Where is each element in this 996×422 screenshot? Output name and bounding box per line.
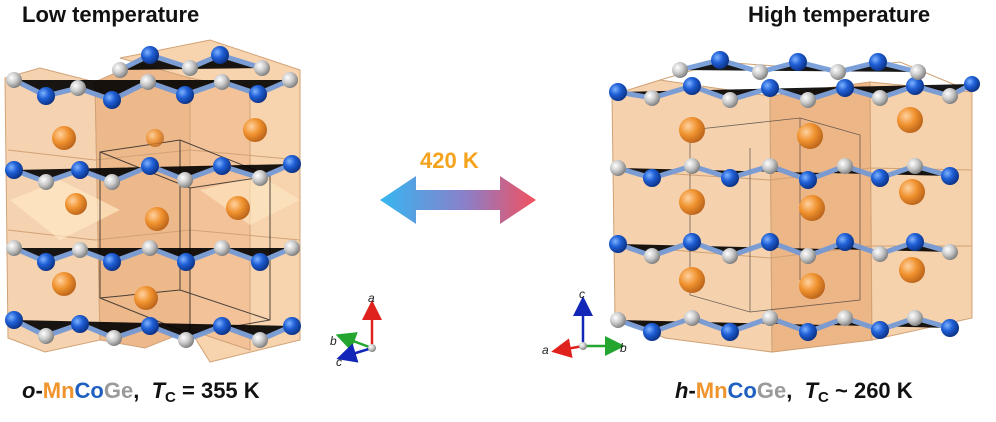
formula-separator: - <box>35 378 43 403</box>
tc-subscript: C <box>818 389 829 406</box>
orthorhombic-structure <box>4 39 301 363</box>
tc-value: ~ 260 K <box>828 378 913 403</box>
tc-subscript: C <box>165 389 176 406</box>
ge-text: Ge <box>756 378 787 403</box>
right-axis-a-label: a <box>542 343 549 357</box>
ge-text: Ge <box>103 378 134 403</box>
left-axis-b-label: b <box>330 334 337 348</box>
formula-comma: , <box>786 378 793 403</box>
high-temperature-title: High temperature <box>748 2 931 27</box>
mn-text: Mn <box>42 378 75 403</box>
right-axes-triad: c b a <box>542 287 627 359</box>
phase-prefix: h <box>675 378 689 403</box>
co-text: Co <box>727 378 757 403</box>
left-axes-triad: a b c <box>330 291 382 369</box>
left-axis-a-label: a <box>368 291 375 305</box>
mn-atoms-low <box>52 118 267 310</box>
formula-separator: - <box>688 378 696 403</box>
left-axis-c-label: c <box>336 355 342 369</box>
co-ge-atoms-high <box>609 51 980 341</box>
mn-atoms-high <box>679 107 925 299</box>
mn-text: Mn <box>695 378 728 403</box>
hexagonal-structure <box>609 51 980 353</box>
low-temperature-title: Low temperature <box>22 2 200 27</box>
tc-symbol: T <box>804 378 819 403</box>
low-temperature-formula: o-MnCoGe, TC = 355 K <box>22 378 260 406</box>
transition-temperature-label: 420 K <box>420 148 479 173</box>
co-text: Co <box>74 378 104 403</box>
phase-prefix: o <box>22 378 36 403</box>
high-temperature-formula: h-MnCoGe, TC ~ 260 K <box>675 378 913 406</box>
co-ge-atoms-low <box>5 46 301 348</box>
right-axis-c-label: c <box>579 287 585 301</box>
transition-double-arrow <box>380 176 536 224</box>
tc-symbol: T <box>151 378 166 403</box>
tc-value: = 355 K <box>175 378 260 403</box>
right-axis-b-label: b <box>620 341 627 355</box>
formula-comma: , <box>133 378 140 403</box>
